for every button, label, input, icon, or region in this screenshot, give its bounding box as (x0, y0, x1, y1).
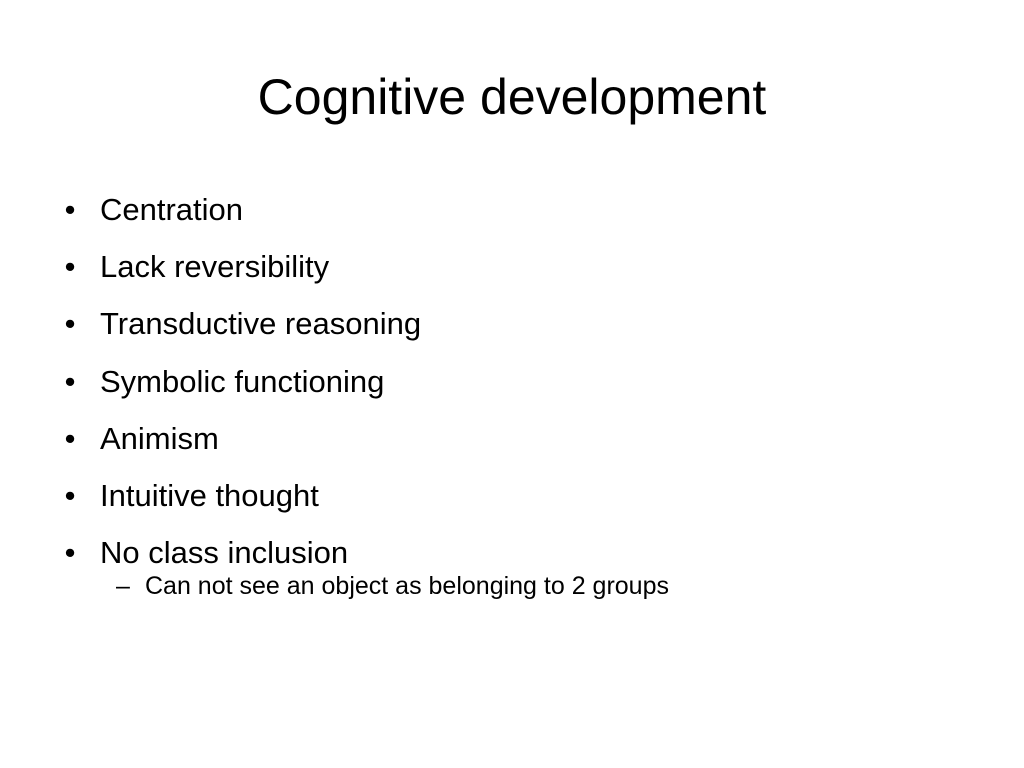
bullet-text: Symbolic functioning (100, 363, 385, 399)
bullet-item-centration: • Centration (60, 184, 669, 241)
bullet-icon: • (64, 363, 76, 399)
bullet-text: Lack reversibility (100, 249, 330, 285)
bullet-text: Intuitive thought (100, 477, 319, 513)
bullet-text: Animism (100, 420, 219, 456)
bullet-icon: • (64, 535, 76, 571)
slide-title: Cognitive development (257, 69, 767, 125)
dash-icon: – (116, 572, 130, 601)
bullet-item-lack-reversibility: • Lack reversibility (60, 241, 669, 298)
bullet-list: • Centration • Lack reversibility • Tran… (60, 184, 669, 601)
bullet-icon: • (64, 192, 76, 227)
bullet-item-transductive-reasoning: • Transductive reasoning (60, 298, 669, 355)
bullet-item-symbolic-functioning: • Symbolic functioning (60, 356, 669, 413)
bullet-icon: • (64, 249, 76, 285)
bullet-text: Centration (100, 192, 244, 227)
bullet-icon: • (64, 477, 76, 513)
bullet-item-no-class-inclusion: • No class inclusion (60, 527, 669, 584)
bullet-item-animism: • Animism (60, 413, 669, 470)
bullet-text: No class inclusion (100, 535, 349, 571)
sub-bullet-text: Can not see an object as belonging to 2 … (145, 572, 669, 601)
bullet-item-intuitive-thought: • Intuitive thought (60, 470, 669, 527)
bullet-text: Transductive reasoning (100, 306, 422, 342)
bullet-icon: • (64, 420, 76, 456)
sub-bullet-item: – Can not see an object as belonging to … (60, 571, 669, 601)
bullet-icon: • (64, 306, 76, 342)
